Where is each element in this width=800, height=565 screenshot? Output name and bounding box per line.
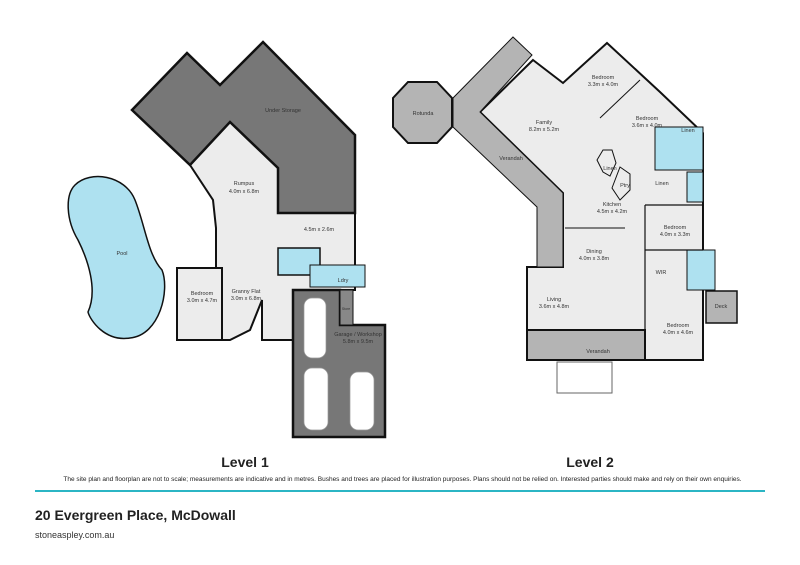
room-label: Garage / Workshop: [334, 332, 382, 338]
room-size: 3.0m x 6.8m: [231, 296, 262, 302]
level1-heading: Level 1: [221, 454, 269, 470]
ensuite: [686, 249, 716, 291]
room-label: Linen: [681, 128, 694, 134]
room-label: Verandah: [499, 156, 523, 162]
room-label: Ldry: [338, 278, 349, 284]
room-label: Verandah: [586, 349, 610, 355]
room-label: Linen: [655, 181, 668, 187]
room-label: Pool: [116, 251, 127, 257]
room-label: Ptry: [620, 183, 630, 189]
car-icons: [303, 297, 375, 431]
under-storage: [130, 40, 357, 215]
room-label: Dining: [586, 249, 602, 255]
room-label: Granny Flat: [232, 289, 261, 295]
room-size: 4.5m x 2.6m: [304, 227, 335, 233]
room-size: 3.3m x 4.0m: [588, 82, 619, 88]
stairs: [556, 361, 613, 394]
room-labels: Under Storage Rumpus 4.0m x 6.8m 4.5m x …: [116, 75, 727, 355]
website-link[interactable]: stoneaspley.com.au: [35, 530, 115, 540]
store: [339, 289, 354, 326]
verandah-south: [526, 329, 646, 361]
disclaimer: The site plan and floorplan are not to s…: [63, 476, 742, 483]
divider: [35, 490, 765, 492]
room-label: Rumpus: [234, 181, 255, 187]
room-label: Bedroom: [667, 323, 690, 329]
rotunda: [392, 81, 453, 144]
bathroom-main: [654, 126, 704, 171]
level2-heading: Level 2: [566, 454, 614, 470]
room-label: Living: [547, 297, 561, 303]
room-label: Linen: [603, 166, 616, 172]
room-size: 4.0m x 6.8m: [229, 189, 260, 195]
room-label: Bedroom: [592, 75, 615, 81]
bedroom-floor: [176, 267, 223, 341]
pool: [67, 175, 166, 340]
room-label: Deck: [715, 304, 728, 310]
level1-plan: [67, 40, 387, 439]
deck: [705, 290, 738, 324]
laundry: [309, 264, 366, 288]
level2-plan: [392, 36, 738, 394]
room-size: 4.0m x 3.8m: [579, 256, 610, 262]
room-size: 3.6m x 4.8m: [539, 304, 570, 310]
main-floor: [478, 41, 704, 361]
room-label: Bedroom: [664, 225, 687, 231]
room-size: 5.8m x 9.5m: [343, 339, 374, 345]
room-label: Family: [536, 120, 552, 126]
room-size: 3.0m x 4.7m: [187, 298, 218, 304]
room-size: 4.5m x 4.2m: [597, 209, 628, 215]
room-size: 4.0m x 3.3m: [660, 232, 691, 238]
room-size: 3.6m x 4.0m: [632, 123, 663, 129]
room-label: Rotunda: [413, 111, 435, 117]
room-label: Kitchen: [603, 202, 621, 208]
room-label: Bedroom: [191, 291, 214, 297]
room-size: 4.0m x 4.6m: [663, 330, 694, 336]
toilet: [686, 171, 704, 203]
room-label: Store: [342, 307, 350, 311]
room-size: 8.2m x 5.2m: [529, 127, 560, 133]
room-label: WIR: [656, 270, 667, 276]
room-label: Bedroom: [636, 116, 659, 122]
room-label: Under Storage: [265, 108, 301, 114]
property-address: 20 Evergreen Place, McDowall: [35, 507, 236, 523]
